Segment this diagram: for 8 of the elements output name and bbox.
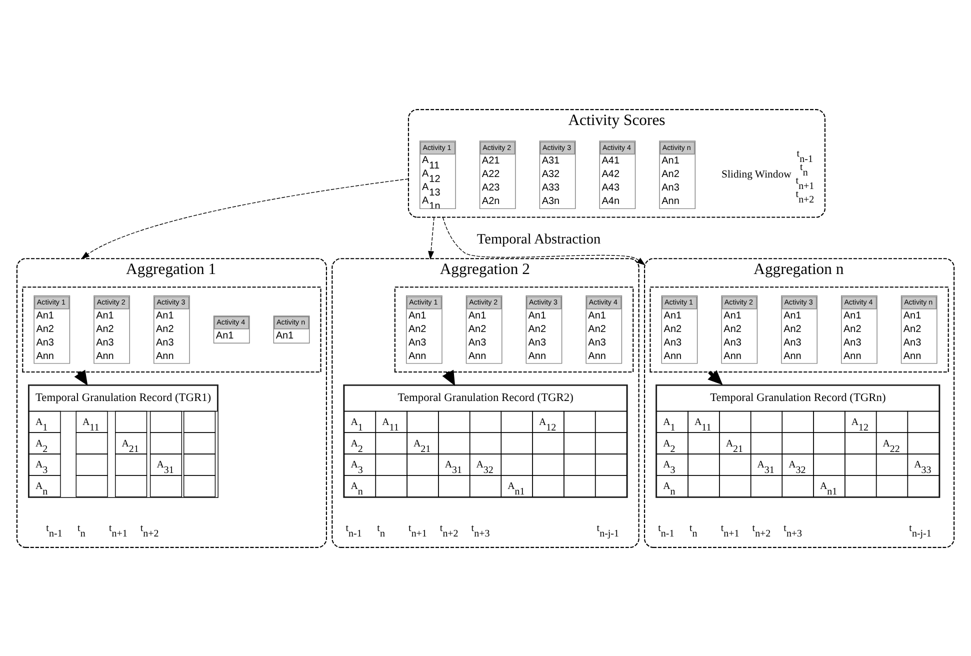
arrow	[80, 178, 409, 259]
arrow	[442, 216, 646, 265]
cluster	[394, 286, 634, 372]
cluster	[650, 286, 949, 372]
cluster	[22, 286, 322, 372]
label: Sliding Window	[722, 168, 792, 180]
label: Temporal Abstraction	[476, 231, 601, 248]
arrow	[428, 216, 434, 260]
